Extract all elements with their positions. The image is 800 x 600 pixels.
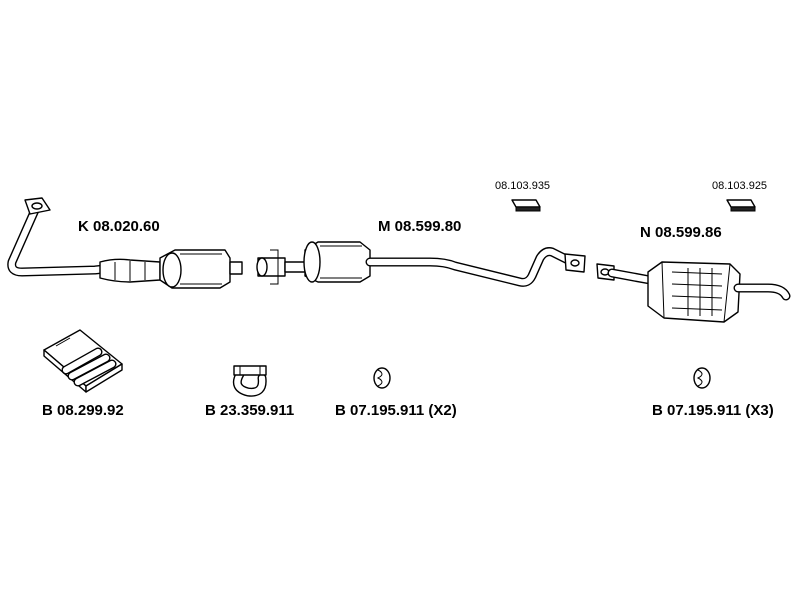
label-middle-silencer: M 08.599.80 — [378, 218, 462, 235]
middle-silencer-drawing — [256, 241, 586, 287]
label-mounting-kit: B 08.299.92 — [42, 402, 124, 419]
gasket-ring-rear-drawing — [693, 367, 711, 389]
label-rubber-mount-2: 08.103.925 — [712, 180, 768, 192]
label-front-pipe-catalyst: K 08.020.60 — [78, 218, 160, 235]
label-clamp: B 23.359.911 — [205, 402, 295, 419]
rubber-mount-2-drawing — [726, 199, 756, 212]
label-rubber-mount-1: 08.103.935 — [495, 180, 551, 192]
rear-silencer-drawing — [596, 261, 791, 323]
label-rear-silencer: N 08.599.86 — [640, 224, 722, 241]
clamp-drawing — [232, 365, 267, 397]
gasket-ring-middle-drawing — [373, 367, 391, 389]
front-pipe-catalyst-drawing — [7, 197, 243, 289]
rubber-mount-1-drawing — [511, 199, 541, 212]
mounting-kit-drawing — [43, 329, 123, 393]
label-gasket-ring-middle: B 07.195.911 (X2) — [335, 402, 457, 419]
label-gasket-ring-rear: B 07.195.911 (X3) — [652, 402, 774, 419]
